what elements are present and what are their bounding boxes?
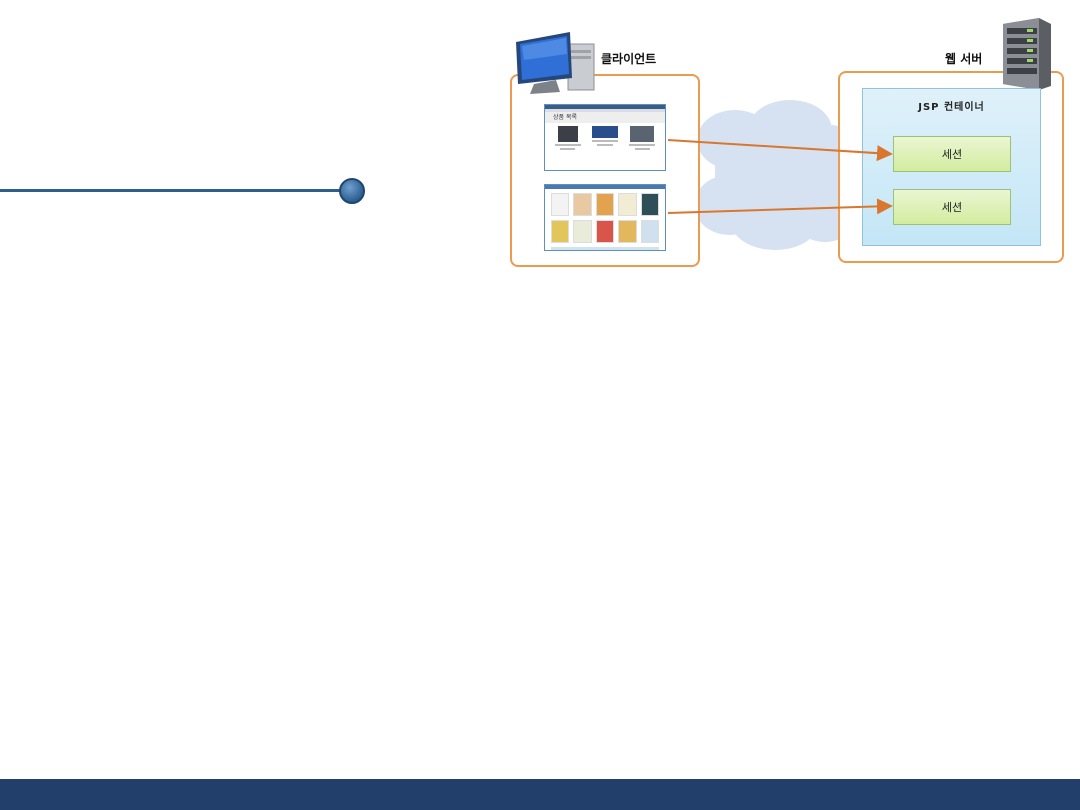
book-cover <box>618 193 637 216</box>
decorative-knob <box>339 178 365 204</box>
footer-bar <box>0 779 1080 810</box>
arrow-to-session-1 <box>667 139 893 162</box>
book-cover <box>640 193 659 216</box>
client-label: 클라이언트 <box>601 52 657 66</box>
decorative-line <box>0 189 345 192</box>
book-cover <box>640 220 659 243</box>
book-cover <box>595 193 615 216</box>
book-cover <box>595 220 615 243</box>
thumbnail-footer <box>551 247 659 250</box>
book-cover <box>551 220 570 243</box>
session-box-1: 세션 <box>893 136 1011 172</box>
jsp-container-label: JSP 컨테이너 <box>918 102 985 113</box>
thumbnail-titlebar <box>545 185 665 189</box>
product-item <box>591 126 618 150</box>
thumbnail-titlebar <box>545 105 665 109</box>
session-box-2: 세션 <box>893 189 1011 225</box>
product-item <box>629 126 656 150</box>
browser-thumbnail-products: 상품 목록 <box>544 104 666 171</box>
book-cover <box>573 193 592 216</box>
thumbnail-toolbar <box>545 109 665 112</box>
server-icon <box>1003 18 1051 90</box>
book-cover <box>551 193 570 216</box>
browser-thumbnail-books <box>544 184 666 251</box>
product-item <box>554 126 581 150</box>
computer-icon <box>516 32 595 94</box>
server-label: 웹 서버 <box>945 52 983 66</box>
arrow-to-session-2 <box>667 198 893 215</box>
book-cover <box>618 220 637 243</box>
thumbnail-heading: 상품 목록 <box>545 112 665 123</box>
book-cover <box>573 220 592 243</box>
